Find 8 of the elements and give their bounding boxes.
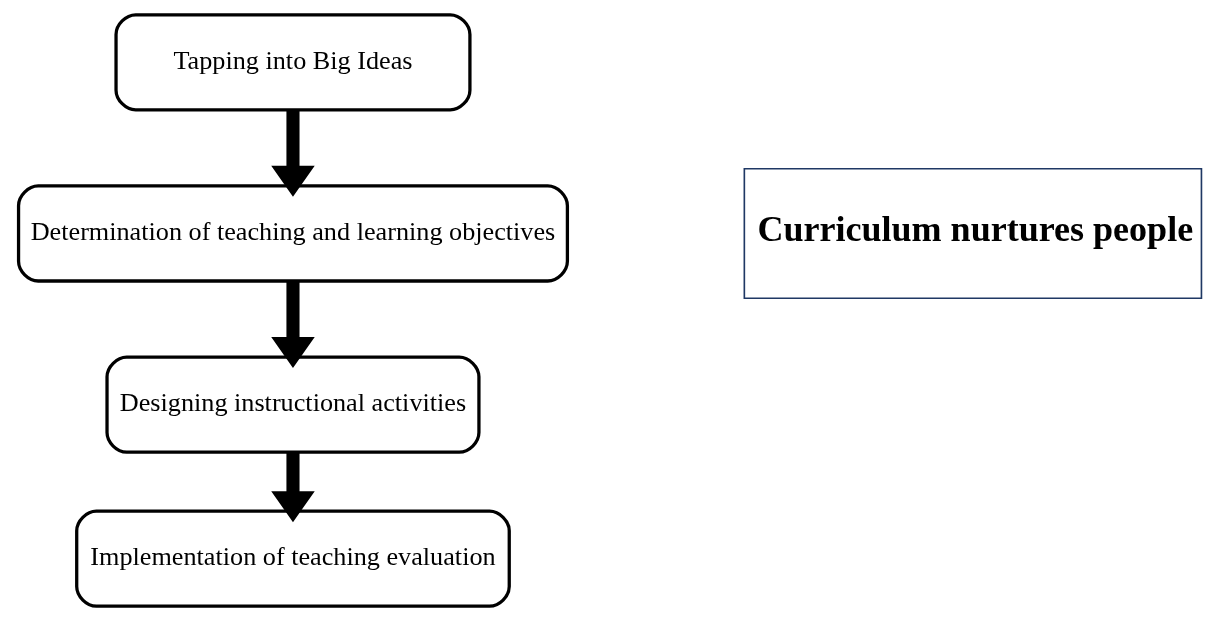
arrow	[271, 452, 315, 523]
node-box: Designing instructional activities	[105, 355, 481, 454]
node-box: Implementation of teaching evaluation	[75, 509, 511, 608]
node-box: Curriculum nurtures people	[743, 167, 1203, 300]
node-box: Determination of teaching and learning objectives	[16, 184, 570, 283]
arrow	[271, 109, 315, 197]
node-box: Tapping into Big Ideas	[114, 13, 472, 112]
arrow	[271, 281, 315, 369]
